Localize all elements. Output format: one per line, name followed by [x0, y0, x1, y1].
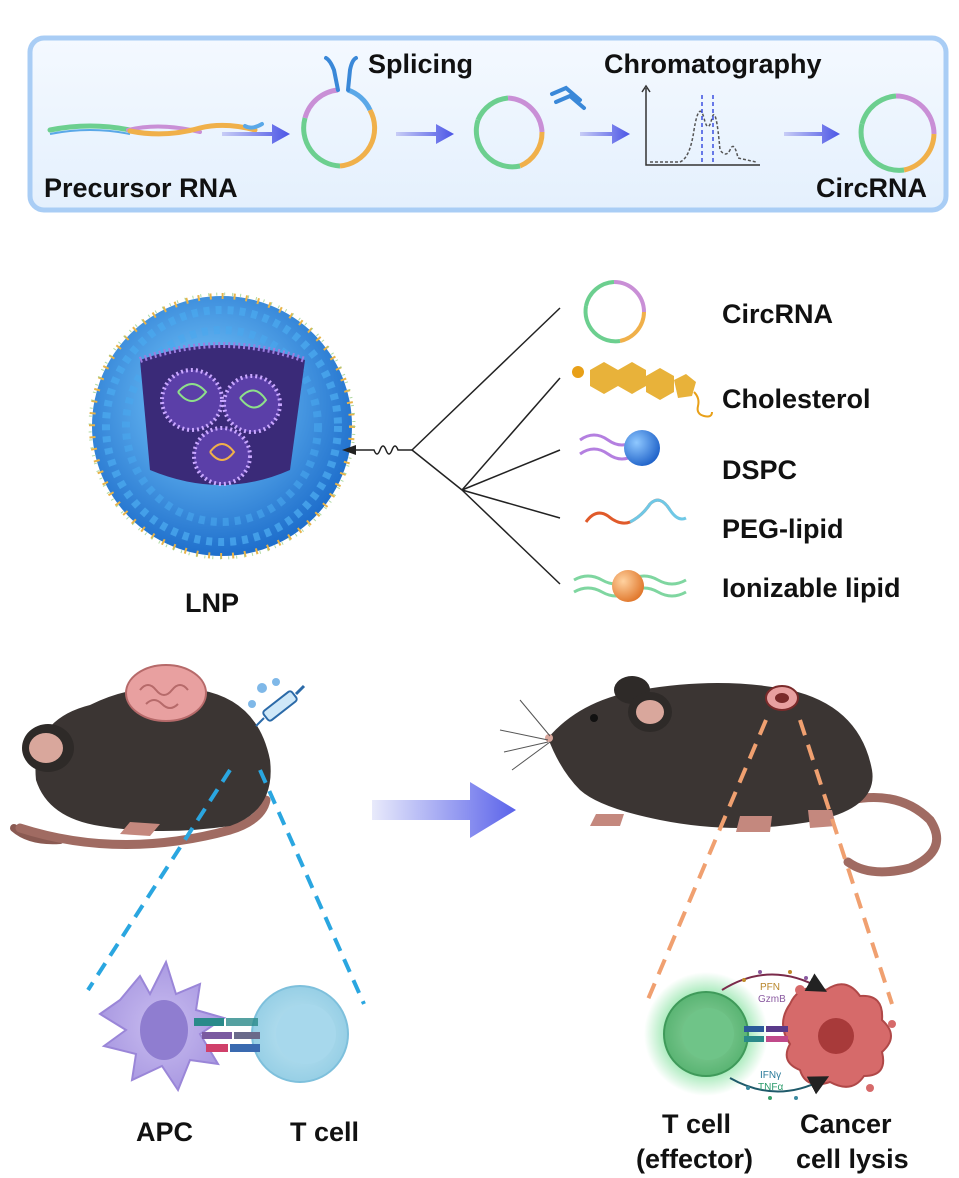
cytokine-arrow-bottom-icon: [729, 1076, 830, 1095]
zoom-line-left-b: [258, 769, 366, 1005]
chromatography-label: Chromatography: [604, 49, 822, 79]
treatment-arrow-icon: [372, 782, 516, 838]
cleaved-intron-icon: [550, 85, 586, 110]
splicing-label: Splicing: [368, 49, 473, 79]
peg-lipid-icon: [584, 498, 687, 525]
cholesterol-molecule-icon: [572, 362, 713, 418]
immune-synapse-receptors-icon: [194, 1018, 260, 1052]
panel-c: PFN GzmB IFNγ TNFα APC T cell T cell (ef…: [10, 664, 942, 1174]
circular-rna-ring-icon: [473, 95, 545, 170]
flow-arrow-3-icon: [580, 124, 630, 144]
circrna-product-label: CircRNA: [816, 173, 927, 203]
tumor-mouse-left-icon: [10, 664, 306, 849]
dspc-lipid-icon: [579, 430, 660, 466]
tnfa-label: TNFα: [758, 1082, 783, 1093]
lnp-particles-small-icon: [248, 678, 280, 708]
effector-t-cell-icon: [644, 972, 768, 1096]
circrna-ring-icon: [583, 280, 646, 344]
splicing-ring-icon: [301, 56, 378, 169]
flow-arrow-2-icon: [396, 124, 454, 144]
gzmb-label: GzmB: [758, 994, 786, 1005]
component-label-ionizable-lipid: Ionizable lipid: [722, 573, 901, 603]
tumor-left-icon: [125, 664, 207, 722]
ifng-label: IFNγ: [760, 1070, 781, 1081]
t-cell-label: T cell: [290, 1117, 359, 1147]
cytotoxic-arrow-top-icon: [721, 973, 827, 992]
component-label-dspc: DSPC: [722, 455, 797, 485]
effector-synapse-icon: [744, 1026, 788, 1042]
lnp-particle-icon: [88, 292, 356, 560]
apc-cell-icon: [98, 959, 227, 1093]
precursor-rna-strand-icon: [47, 122, 264, 137]
effector-t-cell-label-line1: T cell: [662, 1109, 731, 1139]
effector-t-cell-label-line2: (effector): [636, 1144, 753, 1174]
apc-label: APC: [136, 1117, 193, 1147]
flow-arrow-1-icon: [222, 124, 290, 144]
cancer-label-line1: Cancer: [800, 1109, 892, 1139]
flow-arrow-4-icon: [784, 124, 840, 144]
chromatogram-icon: [641, 84, 760, 166]
panel-a-frame: [27, 35, 949, 213]
ionizable-lipid-icon: [573, 570, 687, 602]
precursor-rna-label: Precursor RNA: [44, 173, 238, 203]
assembly-arrow-icon: [342, 445, 412, 455]
pfn-label: PFN: [760, 982, 780, 993]
t-cell-icon: [251, 985, 349, 1083]
component-label-peg-lipid: PEG-lipid: [722, 514, 844, 544]
panel-b: CircRNA Cholesterol DSPC PEG-lipid Ioniz…: [88, 280, 901, 618]
panel-a: Splicing Chromatography Precursor RNA Ci…: [27, 35, 949, 213]
zoom-line-right-b: [798, 719, 894, 1005]
secreted-dots-icon: [742, 970, 808, 1100]
lnp-label: LNP: [185, 588, 239, 618]
final-circrna-ring-icon: [858, 93, 937, 173]
treated-mouse-right-icon: [499, 676, 942, 877]
component-label-circrna: CircRNA: [722, 299, 833, 329]
component-label-cholesterol: Cholesterol: [722, 384, 871, 414]
tumor-right-small-icon: [765, 685, 799, 711]
syringe-icon: [255, 684, 306, 727]
component-connector-lines: [411, 307, 561, 585]
cancer-label-line2: cell lysis: [796, 1144, 909, 1174]
cancer-cell-lysis-icon: [782, 983, 896, 1092]
zoom-line-left-a: [86, 768, 232, 992]
